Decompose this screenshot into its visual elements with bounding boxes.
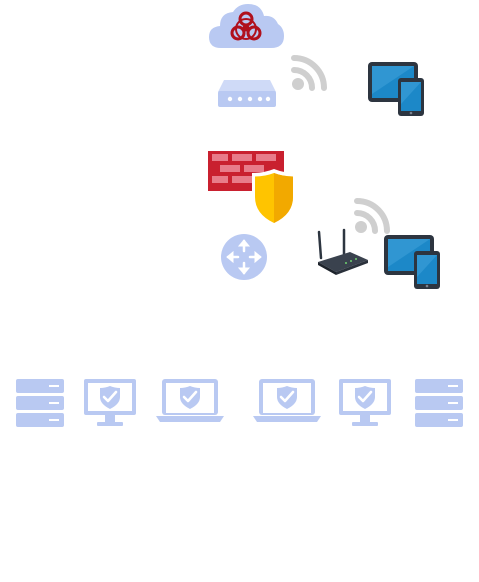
laptop-shield-icon-1 — [154, 378, 226, 424]
monitor-shield-icon-2 — [338, 378, 392, 428]
server-stack-icon-right — [414, 378, 464, 428]
server-stack-icon-left — [15, 378, 65, 428]
monitor-shield-icon-1 — [83, 378, 137, 428]
firewall-shield-icon — [206, 149, 300, 229]
tablet-phone-icon-top — [366, 60, 428, 118]
laptop-shield-icon-2 — [251, 378, 323, 424]
tablet-phone-icon-bottom — [382, 233, 444, 291]
wireless-access-point-icon — [316, 228, 370, 276]
modem-icon — [216, 78, 278, 110]
wifi-signal-icon-bottom — [353, 197, 395, 235]
cloud-biohazard-icon — [207, 2, 285, 50]
router-icon — [220, 233, 268, 281]
wifi-signal-icon-top — [290, 54, 332, 92]
